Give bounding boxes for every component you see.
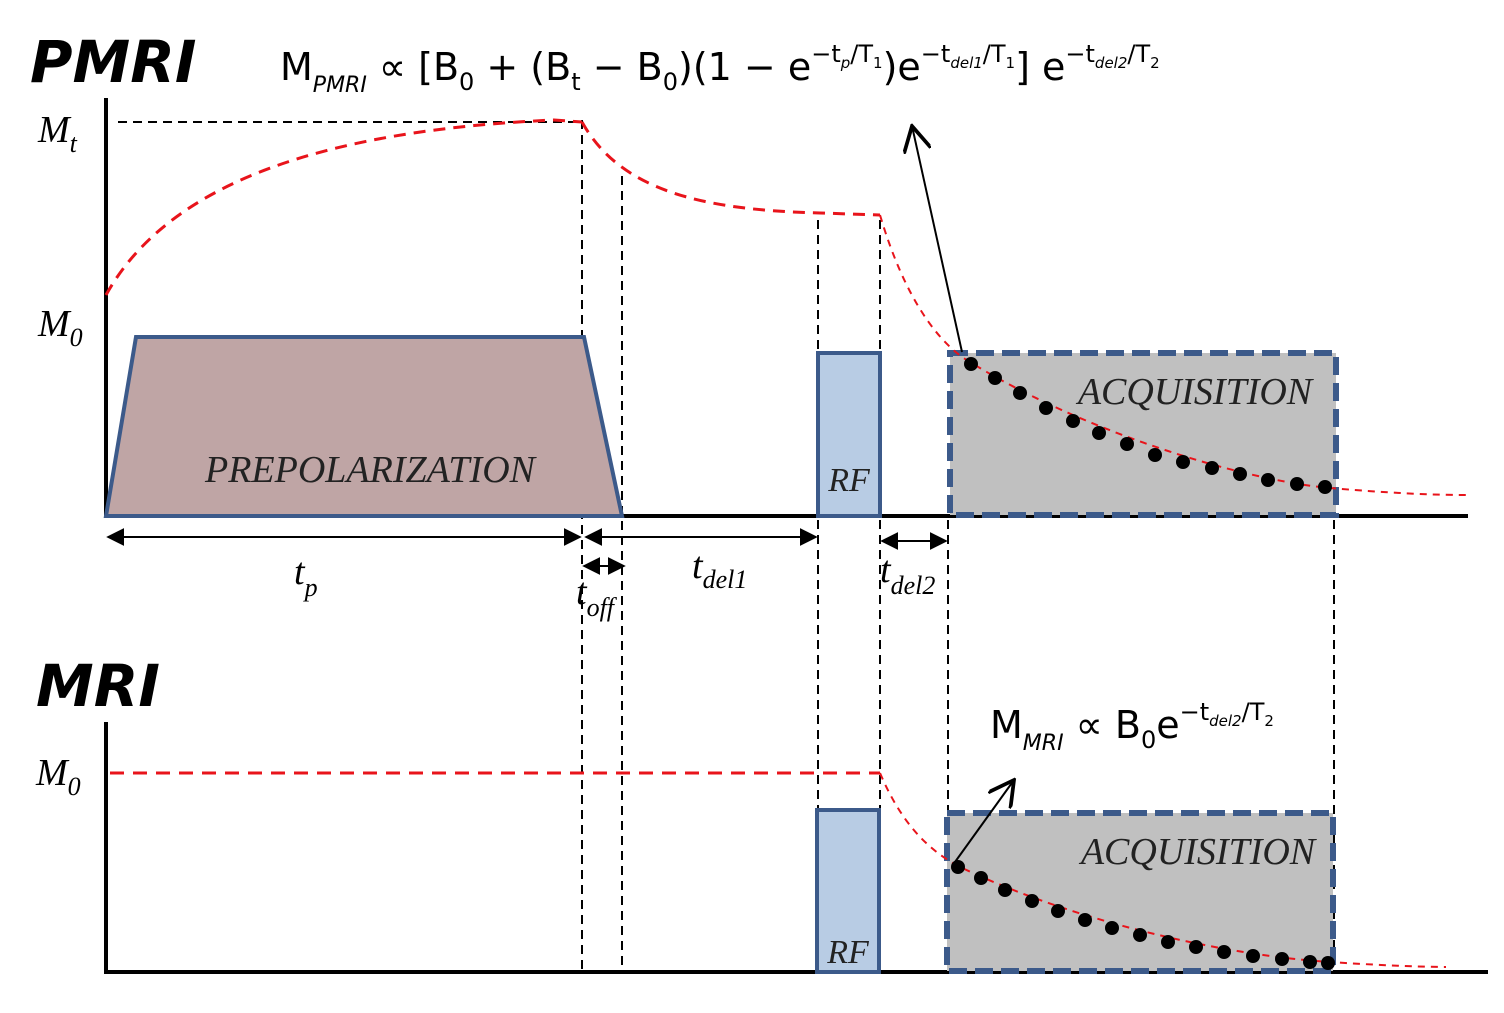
pmri-sample-dot — [1066, 414, 1080, 428]
mri-rf-label: RF — [826, 934, 870, 971]
tp-label: tp — [294, 551, 318, 602]
mri-sample-dot — [1275, 952, 1289, 966]
tdel1-label: tdel1 — [692, 545, 747, 594]
mri-sample-dot — [1051, 904, 1065, 918]
pmri-rf-label: RF — [827, 462, 871, 499]
mri-sample-dot — [1246, 949, 1260, 963]
mri-sample-dot — [951, 860, 965, 874]
pmri-m0-label: M0 — [37, 303, 83, 352]
pmri-equation: MPMRI ∝ [B0 + (Bt − B0)(1 − e−tp/T1)e−td… — [280, 40, 1160, 98]
mri-sample-dot — [1105, 921, 1119, 935]
mri-sample-dot — [1133, 928, 1147, 942]
pmri-polarization-decay — [580, 121, 881, 217]
mri-acquisition-label: ACQUISITION — [1078, 831, 1318, 873]
mri-sample-dot — [998, 883, 1012, 897]
mri-sample-dot — [1078, 913, 1092, 927]
mri-sample-points — [951, 860, 1335, 970]
mri-m0-label: M0 — [35, 752, 81, 801]
pmri-sample-dot — [1092, 426, 1106, 440]
pmri-sample-dot — [1039, 401, 1053, 415]
pmri-sample-dot — [1318, 480, 1332, 494]
pmri-sample-dot — [1205, 461, 1219, 475]
pmri-sample-dot — [1013, 386, 1027, 400]
mri-equation: MMRI ∝ B0e−tdel2/T2 — [990, 698, 1274, 756]
pmri-signal-decay — [879, 214, 1469, 496]
toff-label: toff — [576, 571, 618, 622]
pmri-sample-dot — [1120, 437, 1134, 451]
mri-rf-pulse — [815, 808, 881, 974]
pmri-polarization-buildup — [104, 118, 583, 296]
mri-sample-dot — [1321, 956, 1335, 970]
pmri-sample-dot — [1290, 477, 1304, 491]
mri-equation-pointer — [954, 780, 1014, 863]
mri-sample-dot — [1025, 894, 1039, 908]
pmri-acquisition-label: ACQUISITION — [1075, 371, 1315, 413]
pmri-sample-dot — [988, 371, 1002, 385]
mri-sample-dot — [1303, 955, 1317, 969]
mri-sample-dot — [1189, 940, 1203, 954]
tdel2-label: tdel2 — [880, 549, 935, 600]
mri-sample-dot — [1217, 945, 1231, 959]
prepolarization-label: PREPOLARIZATION — [204, 449, 538, 491]
pmri-equation-pointer — [912, 126, 963, 353]
pmri-acquisition-window — [947, 350, 1339, 518]
prepolarization-pulse — [103, 335, 625, 518]
pmri-sample-dot — [1261, 473, 1275, 487]
pmri-sample-dot — [1176, 455, 1190, 469]
pmri-sample-points — [964, 357, 1332, 494]
mri-sample-dot — [1161, 935, 1175, 949]
mri-signal-decay — [879, 772, 1447, 968]
mri-sample-dot — [974, 871, 988, 885]
pmri-sample-dot — [1233, 467, 1247, 481]
pmri-rf-pulse — [816, 351, 882, 518]
pmri-mt-label: Mt — [37, 109, 78, 158]
pmri-sample-dot — [964, 357, 978, 371]
pmri-sample-dot — [1148, 448, 1162, 462]
pmri-title: PMRI — [30, 28, 196, 96]
mri-title: MRI — [36, 652, 160, 720]
